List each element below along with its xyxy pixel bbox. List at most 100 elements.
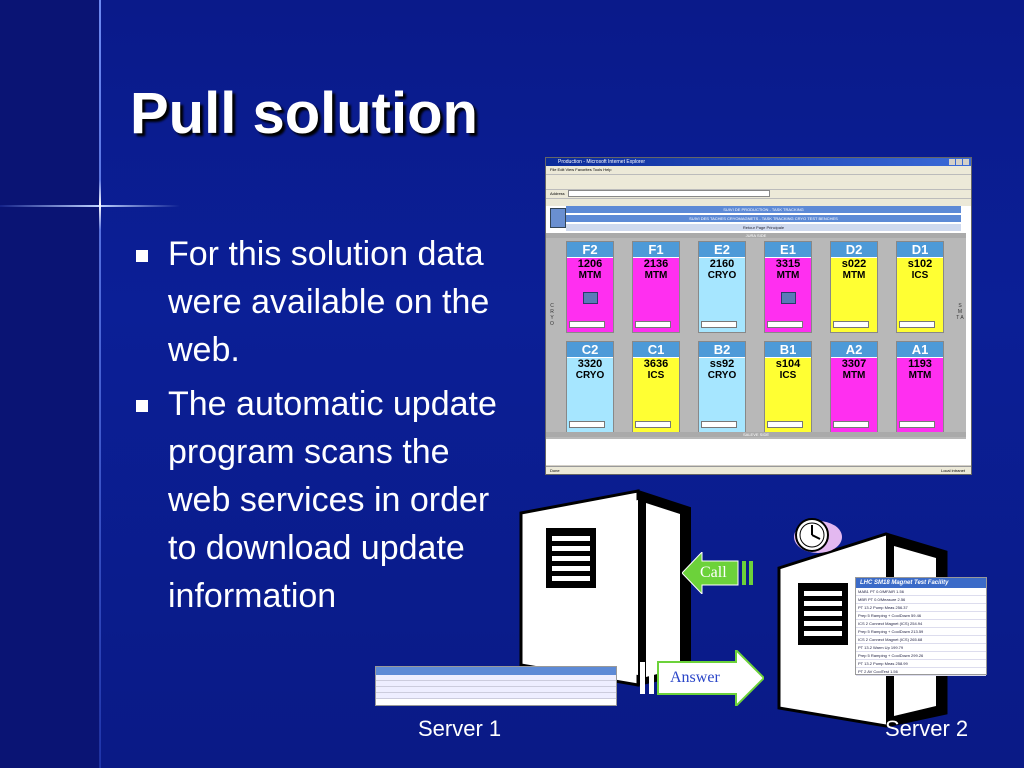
bench-code: C2 xyxy=(567,342,613,357)
bench-magnet-number: 3315 xyxy=(775,258,801,270)
bench-test-type: MTM xyxy=(908,370,932,381)
page-header-1: SUIVI DE PRODUCTION - TASK TRACKING xyxy=(566,206,961,213)
bullet-item: For this solution data were available on… xyxy=(130,230,510,374)
bench-select[interactable] xyxy=(833,321,869,328)
bench-magnet-number: s104 xyxy=(775,358,801,370)
screen2-row: MBR PT 0.0/Measure 2.56 xyxy=(856,596,986,604)
screen2-row: MAB1 PT 0.0/MFAIR 1.56 xyxy=(856,588,986,596)
screen2-title: LHC SM18 Magnet Test Facility xyxy=(856,578,986,588)
screen2-row: ICS 2 Connect Magnet (ICS) 254.94 xyxy=(856,620,986,628)
bench-code: E1 xyxy=(765,242,811,257)
bench-test-type: ICS xyxy=(779,370,797,381)
bench-select[interactable] xyxy=(899,421,935,428)
bench-test-type: ICS xyxy=(911,270,929,281)
bench-test-type: CRYO xyxy=(707,370,737,381)
bench-test-type: MTM xyxy=(776,270,800,281)
page-logo-icon xyxy=(550,208,566,228)
bench-magnet-number: 3320 xyxy=(577,358,603,370)
grid-bottom-label: SALEVE SIDE xyxy=(546,432,966,437)
server-1-icon xyxy=(519,489,691,687)
bullet-list: For this solution data were available on… xyxy=(130,230,510,626)
screen2-row: Prep 5 Ramping + CoolDown 213.59 xyxy=(856,628,986,636)
bench-magnet-number: s022 xyxy=(841,258,867,270)
window-controls xyxy=(948,159,969,168)
bench-code: F1 xyxy=(633,242,679,257)
side-label-left: C R Y O xyxy=(550,303,554,327)
screen2-row: PT 2 AV CoolTest 1.56 xyxy=(856,668,986,676)
screen2-row: PT 13.2 Warm Up 199.79 xyxy=(856,644,986,652)
bench-code: C1 xyxy=(633,342,679,357)
bench-magnet-number: 2136 xyxy=(643,258,669,270)
bench-select[interactable] xyxy=(767,421,803,428)
screen2-row: ICS 2 Connect Magnet (ICS) 265.68 xyxy=(856,636,986,644)
screen2-row: Prep 5 Ramping + CoolDown 59.46 xyxy=(856,612,986,620)
bench-code: F2 xyxy=(567,242,613,257)
bench-select[interactable] xyxy=(569,421,605,428)
address-input xyxy=(567,190,770,198)
bench-magnet-number: 1193 xyxy=(908,358,932,370)
bench-magnet-number: 3636 xyxy=(643,358,669,370)
decor-horizontal-line xyxy=(0,205,180,207)
screen2-row: Prep 5 Ramping + CoolDown 299.26 xyxy=(856,652,986,660)
bench-select[interactable] xyxy=(701,421,737,428)
clock-icon xyxy=(794,518,842,553)
browser-title-bar: Production - Microsoft Internet Explorer xyxy=(546,158,971,166)
bench-magnet-number: 2160 xyxy=(709,258,735,270)
status-zone: Local intranet xyxy=(940,468,965,473)
browser-address-bar: Address xyxy=(546,190,971,199)
server-2-screen: LHC SM18 Magnet Test Facility MAB1 PT 0.… xyxy=(855,577,987,676)
bench-test-type: MTM xyxy=(644,270,668,281)
server-1-label: Server 1 xyxy=(418,716,502,741)
bench-code: A2 xyxy=(831,342,877,357)
bench-select[interactable] xyxy=(899,321,935,328)
bench-select[interactable] xyxy=(569,321,605,328)
status-text: Done xyxy=(550,468,560,473)
bench-select[interactable] xyxy=(767,321,803,328)
grid-top-label: JURA SIDE xyxy=(546,233,966,238)
server-2-label: Server 2 xyxy=(885,716,969,741)
bench-select[interactable] xyxy=(635,421,671,428)
browser-status-bar: Done Local intranet xyxy=(546,466,971,474)
bench-select[interactable] xyxy=(833,421,869,428)
browser-menu: File Edit View Favorites Tools Help xyxy=(546,166,971,175)
call-label: Call xyxy=(700,564,727,581)
monitor-icon xyxy=(583,292,598,304)
browser-toolbar xyxy=(546,175,971,190)
bench-magnet-number: s102 xyxy=(907,258,933,270)
bench-test-type: MTM xyxy=(842,270,866,281)
bench-code: B2 xyxy=(699,342,745,357)
bench-code: E2 xyxy=(699,242,745,257)
bench-select[interactable] xyxy=(635,321,671,328)
bench-code: D2 xyxy=(831,242,877,257)
slide-title: Pull solution xyxy=(130,81,478,146)
bench-test-type: ICS xyxy=(647,370,665,381)
page-header-2: SUIVI DES TACHES CRYOMAGNETS - TASK TRAC… xyxy=(566,215,961,222)
page-header-3: Retour Page Principale xyxy=(566,224,961,231)
call-arrow-icon xyxy=(682,552,753,594)
bench-select[interactable] xyxy=(701,321,737,328)
